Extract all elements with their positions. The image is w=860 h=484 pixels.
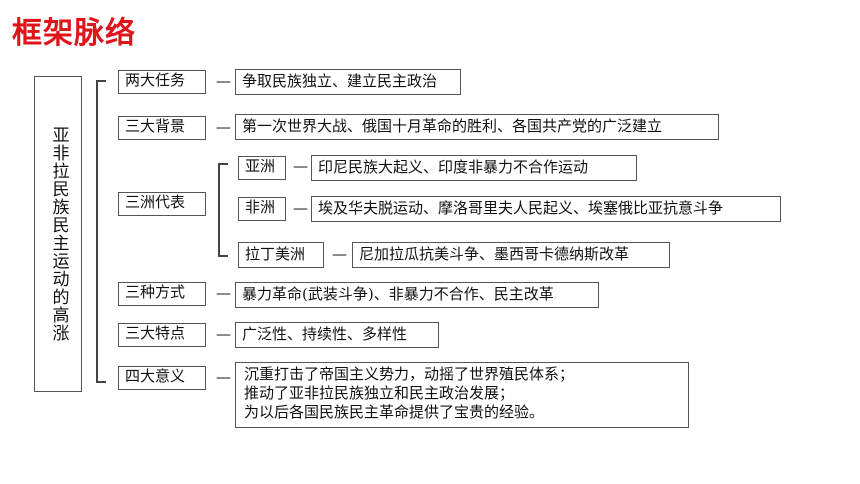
root-topic-box: 亚非拉民族民主运动的高涨 <box>34 76 82 392</box>
content-box-significance: 沉重打击了帝国主义势力，动摇了世界殖民体系； 推动了亚非拉民族独立和民主政治发展… <box>235 362 689 428</box>
sub-bracket-bottom <box>218 255 228 257</box>
category-box-methods: 三种方式 <box>118 282 206 306</box>
page-title: 框架脉络 <box>12 16 136 51</box>
content-text: 埃及华夫脱运动、摩洛哥里夫人民起义、埃塞俄比亚抗意斗争 <box>318 199 724 217</box>
sub-label: 拉丁美洲 <box>245 245 306 263</box>
category-label: 三大特点 <box>125 324 186 342</box>
content-line: 沉重打击了帝国主义势力，动摇了世界殖民体系； <box>244 365 575 383</box>
connector-dash: — <box>216 325 231 344</box>
content-text: 印尼民族大起义、印度非暴力不合作运动 <box>318 158 589 176</box>
content-text: 广泛性、持续性、多样性 <box>242 325 408 343</box>
category-box-features: 三大特点 <box>118 323 206 347</box>
category-box-representatives: 三洲代表 <box>118 192 206 216</box>
content-text: 争取民族独立、建立民主政治 <box>242 72 438 90</box>
connector-dash: — <box>216 368 231 387</box>
category-label: 三洲代表 <box>125 193 186 211</box>
connector-dash: — <box>293 157 308 176</box>
content-box-asia: 印尼民族大起义、印度非暴力不合作运动 <box>311 155 637 181</box>
category-box-background: 三大背景 <box>118 116 206 140</box>
connector-dash: — <box>216 72 231 91</box>
main-bracket-vertical <box>96 80 98 382</box>
sub-box-latin-america: 拉丁美洲 <box>238 242 324 268</box>
connector-dash: — <box>293 199 308 218</box>
category-label: 两大任务 <box>125 71 186 89</box>
content-text: 尼加拉瓜抗美斗争、墨西哥卡德纳斯改革 <box>359 245 630 263</box>
sub-box-africa: 非洲 <box>238 197 286 221</box>
root-topic-label: 亚非拉民族民主运动的高涨 <box>48 126 69 342</box>
content-text: 第一次世界大战、俄国十月革命的胜利、各国共产党的广泛建立 <box>242 117 663 135</box>
content-box-africa: 埃及华夫脱运动、摩洛哥里夫人民起义、埃塞俄比亚抗意斗争 <box>311 196 781 222</box>
content-line: 为以后各国民族民主革命提供了宝贵的经验。 <box>244 403 545 421</box>
content-text: 暴力革命(武装斗争)、非暴力不合作、民主改革 <box>242 285 554 303</box>
connector-dash: — <box>332 245 347 264</box>
main-bracket-top <box>96 80 106 82</box>
content-box-features: 广泛性、持续性、多样性 <box>235 322 439 348</box>
content-line: 推动了亚非拉民族独立和民主政治发展； <box>244 384 515 402</box>
sub-bracket-top <box>218 163 228 165</box>
category-label: 三大背景 <box>125 117 186 135</box>
category-box-significance: 四大意义 <box>118 366 206 390</box>
content-box-methods: 暴力革命(武装斗争)、非暴力不合作、民主改革 <box>235 282 599 308</box>
content-box-latin-america: 尼加拉瓜抗美斗争、墨西哥卡德纳斯改革 <box>352 242 670 268</box>
category-label: 三种方式 <box>125 283 186 301</box>
category-box-tasks: 两大任务 <box>118 70 206 94</box>
sub-label: 亚洲 <box>245 157 276 175</box>
sub-box-asia: 亚洲 <box>238 156 286 180</box>
main-bracket-bottom <box>96 381 106 383</box>
content-box-tasks: 争取民族独立、建立民主政治 <box>235 69 461 95</box>
connector-dash: — <box>216 118 231 137</box>
connector-dash: — <box>216 284 231 303</box>
sub-label: 非洲 <box>245 198 276 216</box>
sub-bracket-vertical <box>218 163 220 256</box>
category-label: 四大意义 <box>125 367 186 385</box>
content-box-background: 第一次世界大战、俄国十月革命的胜利、各国共产党的广泛建立 <box>235 114 719 140</box>
